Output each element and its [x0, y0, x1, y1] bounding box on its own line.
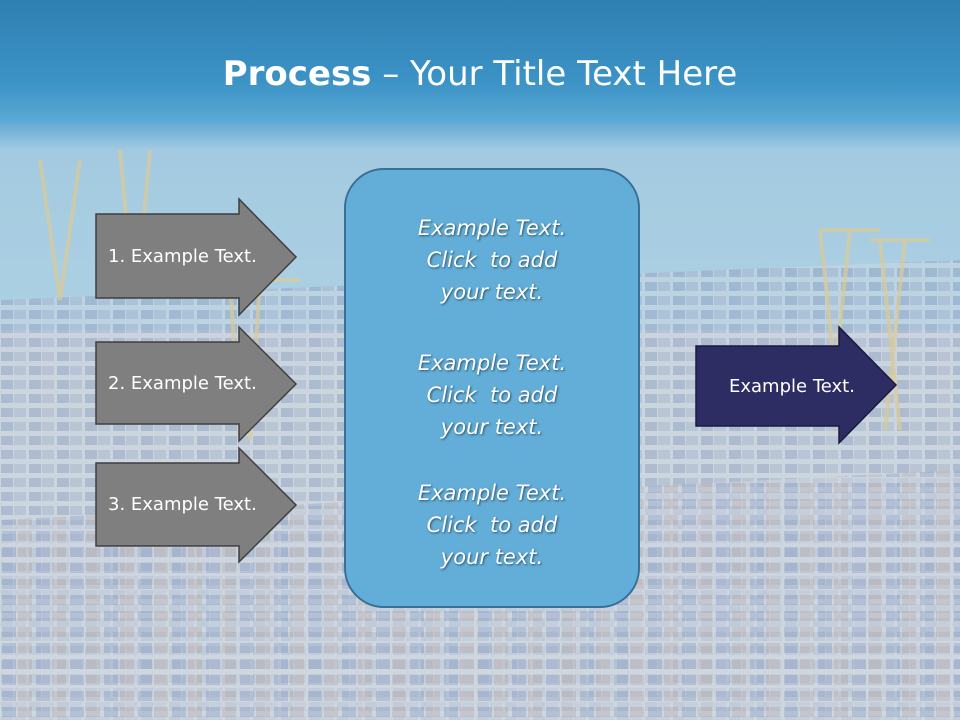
- center-block-3-line3: your text.: [440, 545, 544, 569]
- left-arrow-3-label: 3. Example Text.: [108, 494, 257, 515]
- right-arrow-label: Example Text.: [729, 375, 855, 397]
- center-block-1-line1: Example Text.: [417, 216, 567, 240]
- left-arrow-3[interactable]: 3. Example Text.: [95, 446, 300, 564]
- right-arrow-shape-icon: [695, 325, 898, 445]
- center-block-2-line2: Click to add: [426, 383, 558, 407]
- left-arrow-2-label: 2. Example Text.: [108, 372, 257, 394]
- center-block-3-line2: Click to add: [426, 513, 558, 537]
- center-block-2-line3: your text.: [440, 415, 544, 439]
- title-band: [0, 0, 960, 150]
- right-arrow[interactable]: Example Text.: [695, 325, 900, 445]
- left-arrow-1[interactable]: 1. Example Text.: [95, 197, 300, 317]
- title-bold: Process: [222, 54, 372, 94]
- center-text-box[interactable]: [344, 168, 640, 608]
- right-arrow-shape-icon: [95, 325, 298, 443]
- right-arrow-shape-icon: [95, 197, 298, 317]
- center-block-1-line3: your text.: [440, 280, 544, 304]
- center-block-3-line1: Example Text.: [417, 481, 567, 505]
- center-block-1: Example Text. Click to add your text.: [344, 212, 640, 308]
- left-arrow-1-label: 1. Example Text.: [108, 245, 257, 267]
- right-arrow-shape-icon: [95, 446, 298, 564]
- center-block-2-line1: Example Text.: [417, 351, 567, 375]
- title-rest: – Your Title Text Here: [371, 54, 738, 94]
- left-arrow-2[interactable]: 2. Example Text.: [95, 325, 300, 443]
- center-block-2: Example Text. Click to add your text.: [344, 347, 640, 443]
- center-block-1-line2: Click to add: [426, 248, 558, 272]
- slide-title: Process – Your Title Text Here: [0, 52, 960, 96]
- center-block-3: Example Text. Click to add your text.: [344, 477, 640, 573]
